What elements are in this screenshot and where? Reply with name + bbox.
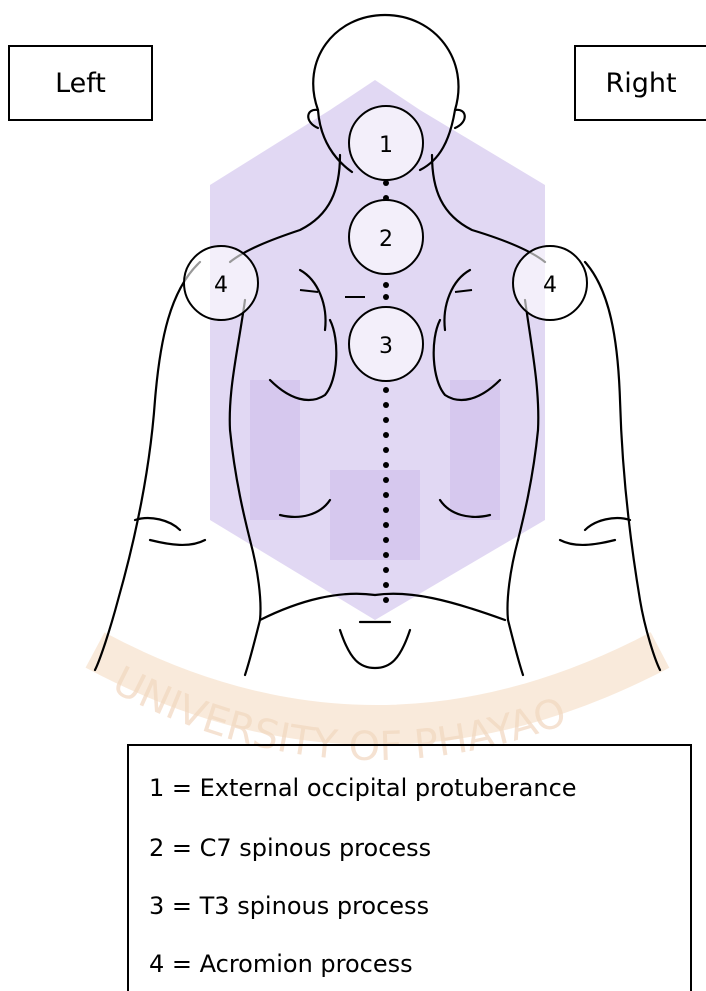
- marker-1-label: 1: [379, 133, 393, 158]
- marker-2-label: 2: [379, 227, 393, 252]
- marker-4-left-acromion: 4: [184, 246, 258, 320]
- marker-3-label: 3: [379, 334, 393, 359]
- legend-item-4: 4 = Acromion process: [149, 950, 413, 978]
- legend-box: 1 = External occipital protuberance 2 = …: [127, 744, 692, 991]
- legend-item-1: 1 = External occipital protuberance: [149, 774, 577, 802]
- marker-3-t3: 3: [349, 307, 423, 381]
- marker-4-left-label: 4: [214, 273, 228, 298]
- legend-item-2: 2 = C7 spinous process: [149, 834, 431, 862]
- university-watermark: UNIVERSITY OF PHAYAO: [95, 80, 660, 770]
- legend-item-3: 3 = T3 spinous process: [149, 892, 429, 920]
- marker-1-occipital: 1: [349, 106, 423, 180]
- marker-4-right-label: 4: [543, 273, 557, 298]
- marker-4-right-acromion: 4: [513, 246, 587, 320]
- marker-2-c7: 2: [349, 200, 423, 274]
